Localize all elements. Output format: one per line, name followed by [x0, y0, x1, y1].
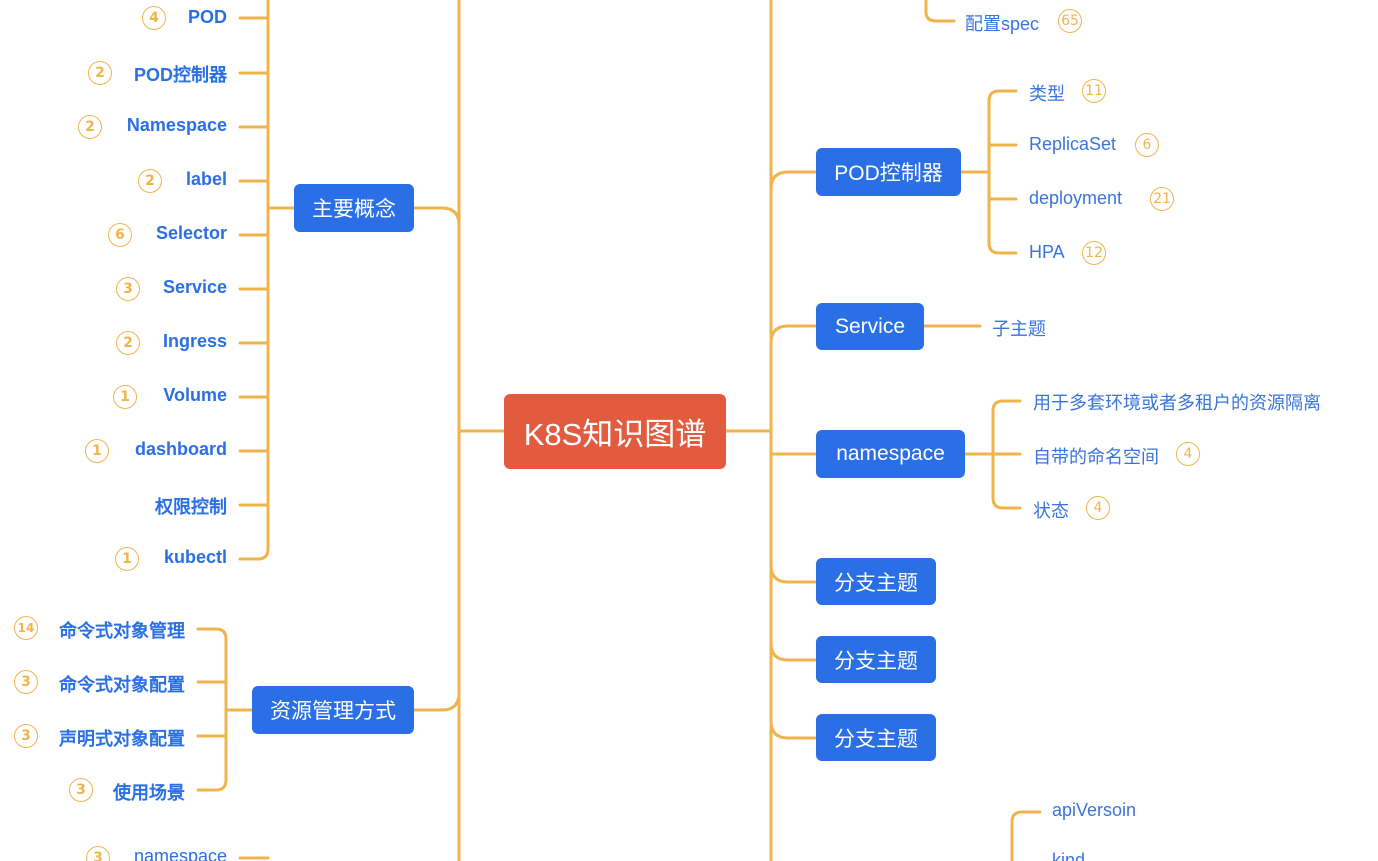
leaf-label-item[interactable]: label: [186, 169, 227, 190]
topic-label: 主要概念: [312, 198, 396, 221]
count-badge: 12: [1082, 241, 1106, 265]
leaf-imperative-object-mgmt[interactable]: 命令式对象管理: [59, 617, 185, 643]
leaf-namespace[interactable]: Namespace: [127, 115, 227, 136]
topic-branch-1[interactable]: 分支主题: [816, 558, 936, 605]
leaf-label: 命令式对象配置: [59, 675, 185, 695]
count-badge: 3: [14, 670, 38, 694]
leaf-status[interactable]: 状态: [1033, 497, 1069, 523]
leaf-label: Service: [162, 277, 227, 297]
count-badge: 11: [1082, 79, 1106, 103]
leaf-label: kubectl: [163, 547, 227, 567]
leaf-label: POD控制器: [133, 65, 227, 85]
leaf-label: HPA: [1029, 242, 1065, 262]
leaf-label: label: [185, 169, 227, 189]
topic-main-concepts[interactable]: 主要概念: [294, 184, 414, 232]
topic-branch-2[interactable]: 分支主题: [816, 636, 936, 683]
topic-label: Service: [834, 314, 906, 338]
count-badge: 6: [108, 223, 132, 247]
topic-namespace[interactable]: namespace: [816, 430, 965, 478]
topic-label: 分支主题: [834, 649, 918, 673]
leaf-declarative-object-config[interactable]: 声明式对象配置: [59, 725, 185, 751]
count-badge: 2: [116, 331, 140, 355]
leaf-service[interactable]: Service: [163, 277, 227, 298]
leaf-label: apiVersoin: [1052, 800, 1137, 820]
leaf-kind[interactable]: kind: [1052, 850, 1085, 861]
count-badge: 1: [113, 385, 137, 409]
leaf-label: Namespace: [126, 115, 227, 135]
leaf-label: 使用场景: [113, 783, 185, 803]
leaf-config-spec[interactable]: 配置spec: [965, 10, 1039, 36]
count-badge: 2: [138, 169, 162, 193]
count-badge: 65: [1058, 9, 1082, 33]
leaf-label: ReplicaSet: [1029, 134, 1117, 154]
topic-pod-controller[interactable]: POD控制器: [816, 148, 961, 196]
topic-service[interactable]: Service: [816, 303, 924, 350]
count-badge: 6: [1135, 133, 1159, 157]
leaf-label: 权限控制: [155, 497, 227, 517]
leaf-pod[interactable]: POD: [188, 7, 227, 28]
topic-label: 分支主题: [834, 571, 918, 595]
count-badge: 4: [142, 6, 166, 30]
leaf-label: Volume: [163, 385, 227, 405]
count-badge: 3: [14, 724, 38, 748]
count-badge: 14: [14, 616, 38, 640]
leaf-apiversion[interactable]: apiVersoin: [1052, 800, 1136, 821]
leaf-replicaset[interactable]: ReplicaSet: [1029, 134, 1116, 155]
leaf-label: dashboard: [134, 439, 227, 459]
leaf-hpa[interactable]: HPA: [1029, 242, 1065, 263]
leaf-label: 声明式对象配置: [59, 729, 185, 749]
leaf-types[interactable]: 类型: [1029, 80, 1065, 106]
leaf-builtin-namespaces[interactable]: 自带的命名空间: [1033, 443, 1159, 469]
topic-label: 分支主题: [834, 727, 918, 751]
leaf-label: namespace: [133, 846, 227, 861]
topic-branch-3[interactable]: 分支主题: [816, 714, 936, 761]
leaf-label: Selector: [155, 223, 227, 243]
leaf-namespace-partial[interactable]: namespace: [134, 846, 227, 861]
count-badge: 1: [85, 439, 109, 463]
leaf-label: 用于多套环境或者多租户的资源隔离: [1033, 393, 1321, 413]
count-badge: 4: [1176, 442, 1200, 466]
count-badge: 3: [116, 277, 140, 301]
count-badge: 3: [69, 778, 93, 802]
leaf-label: 状态: [1033, 501, 1069, 521]
leaf-resource-isolation[interactable]: 用于多套环境或者多租户的资源隔离: [1033, 389, 1321, 415]
leaf-label: Ingress: [162, 331, 227, 351]
leaf-use-cases[interactable]: 使用场景: [113, 779, 185, 805]
leaf-label: 命令式对象管理: [59, 621, 185, 641]
topic-resource-management[interactable]: 资源管理方式: [252, 686, 414, 734]
count-badge: 4: [1086, 496, 1110, 520]
leaf-pod-controller[interactable]: POD控制器: [134, 61, 227, 87]
leaf-label: 类型: [1029, 84, 1065, 104]
topic-label: 资源管理方式: [270, 700, 396, 723]
root-topic-label: K8S知识图谱: [523, 417, 707, 452]
leaf-access-control[interactable]: 权限控制: [155, 493, 227, 519]
leaf-imperative-object-config[interactable]: 命令式对象配置: [59, 671, 185, 697]
leaf-label: 自带的命名空间: [1033, 447, 1159, 467]
count-badge: 2: [88, 61, 112, 85]
topic-label: namespace: [836, 442, 945, 465]
leaf-label: kind: [1052, 850, 1086, 861]
count-badge: 1: [115, 547, 139, 571]
leaf-dashboard[interactable]: dashboard: [135, 439, 227, 460]
leaf-volume[interactable]: Volume: [163, 385, 227, 406]
leaf-ingress[interactable]: Ingress: [163, 331, 227, 352]
topic-label: POD控制器: [834, 162, 943, 185]
leaf-label: 子主题: [992, 319, 1046, 339]
count-badge: 21: [1150, 187, 1174, 211]
leaf-label: POD: [187, 7, 227, 27]
leaf-label: 配置spec: [965, 14, 1040, 34]
leaf-kubectl[interactable]: kubectl: [164, 547, 227, 568]
leaf-deployment[interactable]: deployment: [1029, 188, 1122, 209]
leaf-selector[interactable]: Selector: [156, 223, 227, 244]
leaf-label: deployment: [1029, 188, 1123, 208]
count-badge: 2: [78, 115, 102, 139]
leaf-subtopic[interactable]: 子主题: [992, 315, 1046, 341]
root-topic[interactable]: K8S知识图谱: [504, 394, 726, 469]
